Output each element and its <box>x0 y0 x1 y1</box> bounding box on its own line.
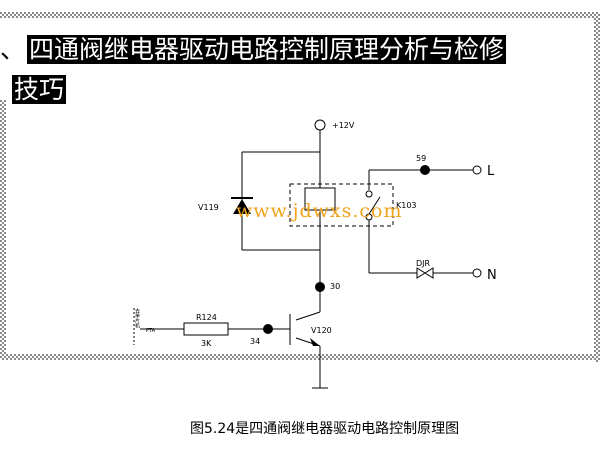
node-34-label: 34 <box>250 337 260 346</box>
supply-terminal <box>314 119 326 131</box>
terminal-n-label: N <box>487 268 497 283</box>
terminal-l-circle <box>472 165 482 175</box>
emitter-arrow <box>310 338 320 346</box>
input-note: 去单片机 <box>134 307 140 329</box>
heading-line-1: 四通阀继电器驱动电路控制原理分析与检修 <box>27 35 507 64</box>
resistor-label: R124 <box>196 313 217 322</box>
relay-enclosure <box>289 183 394 227</box>
node-59-label: 59 <box>416 154 426 163</box>
resistor-value: 3K <box>201 339 212 348</box>
load-label: DJR <box>416 259 431 268</box>
node-34-dot <box>263 324 273 334</box>
heading-line-2: 技巧 <box>12 75 67 104</box>
contact-switch <box>368 196 381 215</box>
watermark-text: www.jdwxs.com <box>236 200 403 222</box>
node-59-dot <box>420 165 430 175</box>
heading-prefix: 、 <box>0 35 26 64</box>
supply-label: +12V <box>332 121 355 130</box>
hatched-border <box>0 12 600 362</box>
resistor-r124 <box>183 322 229 336</box>
node-30-dot <box>315 282 325 292</box>
input-label: PTA <box>146 328 156 334</box>
transistor-label: V120 <box>311 326 332 335</box>
load-symbol <box>416 267 434 279</box>
figure-caption: 图5.24是四通阀继电器驱动电路控制原理图 <box>190 421 460 437</box>
node-30-label: 30 <box>330 282 340 291</box>
relay-label: K103 <box>396 201 417 210</box>
terminal-l-label: L <box>487 164 495 179</box>
contact-top <box>365 190 373 198</box>
diode-v119 <box>233 199 251 214</box>
diode-label: V119 <box>198 203 219 212</box>
terminal-n-circle <box>472 268 482 278</box>
